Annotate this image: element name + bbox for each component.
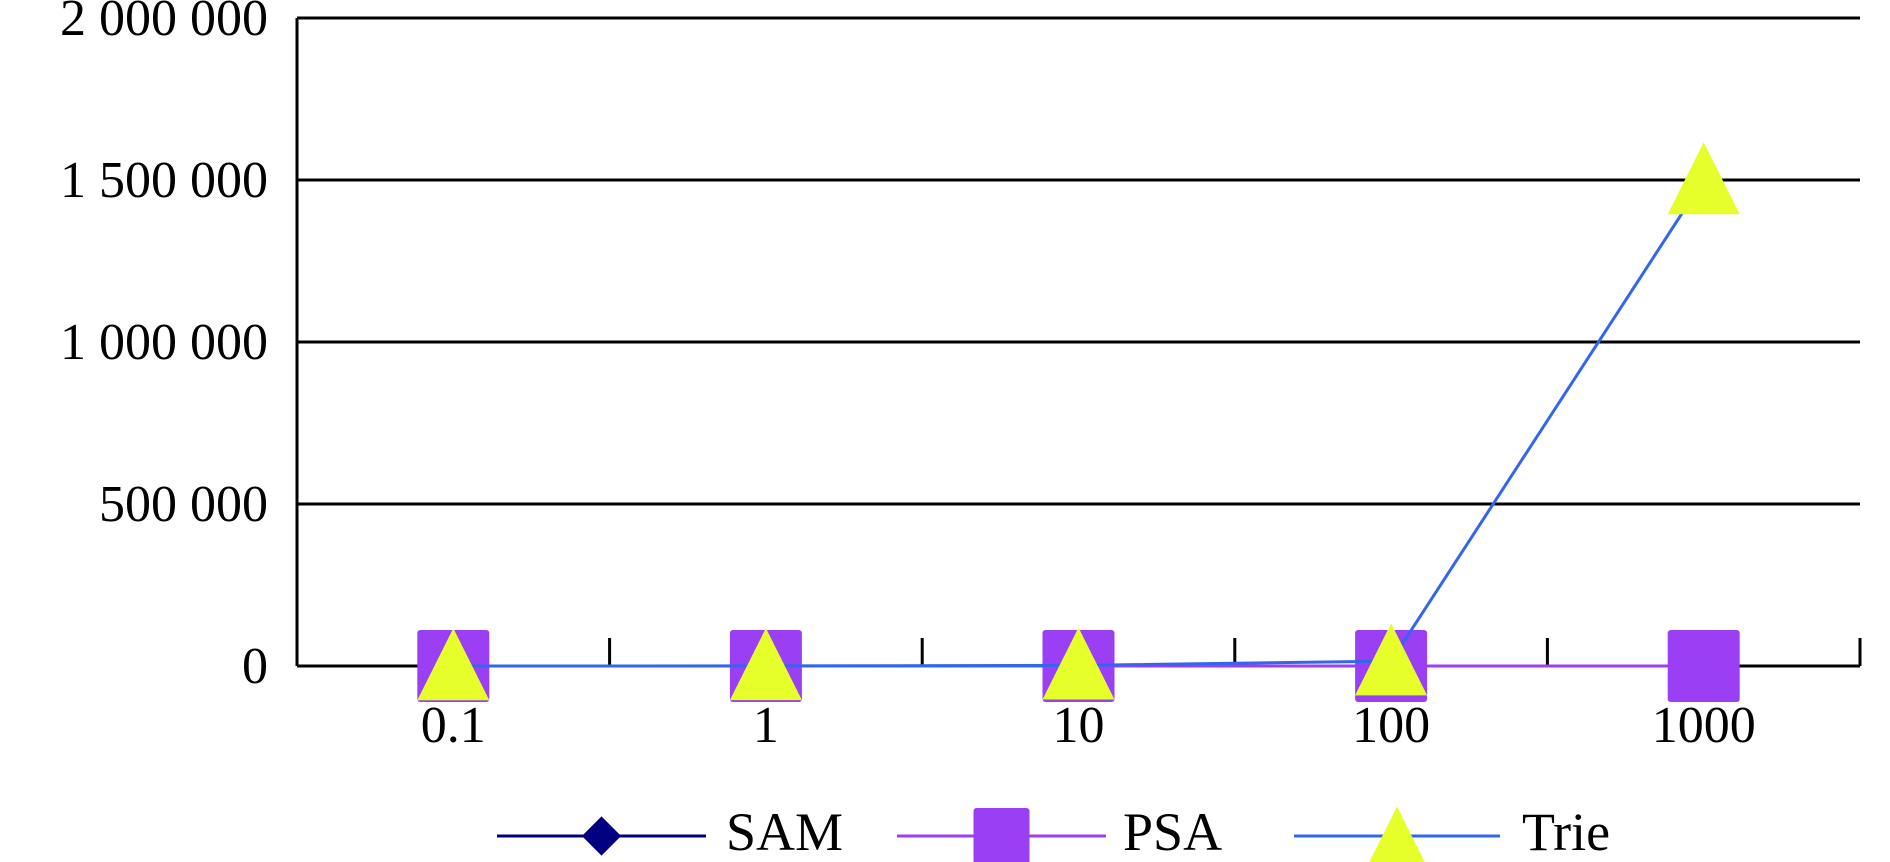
y-tick-label: 2 000 000 — [60, 0, 268, 47]
y-tick-label: 500 000 — [99, 476, 268, 533]
data-point-trie — [1355, 623, 1428, 696]
y-tick-label: 1 000 000 — [60, 314, 268, 371]
y-tick-labels: 0 500 000 1 000 000 1 500 000 2 000 000 — [60, 0, 268, 695]
x-tick-label: 0.1 — [421, 697, 486, 754]
data-point-trie — [729, 628, 802, 701]
legend-item-psa: PSA — [897, 802, 1222, 862]
series — [417, 142, 1740, 702]
data-point-trie — [1667, 142, 1740, 215]
x-tick-label: 100 — [1352, 697, 1430, 754]
legend-marker-psa — [973, 808, 1030, 862]
data-point-trie — [417, 628, 490, 701]
legend-marker-trie — [1369, 806, 1425, 862]
y-tick-label: 1 500 000 — [60, 152, 268, 209]
series-line-trie — [453, 179, 1705, 668]
legend-item-sam: SAM — [497, 802, 843, 862]
x-tick-label: 1000 — [1652, 697, 1756, 754]
legend: SAM PSA Trie — [497, 802, 1610, 862]
data-point-trie — [1042, 627, 1115, 700]
x-tick-label: 10 — [1053, 697, 1105, 754]
legend-label: PSA — [1123, 802, 1222, 862]
y-tick-label: 0 — [242, 638, 268, 695]
legend-label: Trie — [1522, 802, 1610, 862]
x-tick-labels: 0.1 1 10 100 1000 — [421, 697, 1756, 754]
series-trie — [417, 142, 1740, 701]
gridlines — [297, 16, 1860, 506]
x-tick-label: 1 — [753, 697, 779, 754]
legend-item-trie: Trie — [1294, 802, 1610, 862]
data-point-psa — [1667, 630, 1740, 702]
legend-marker-sam — [581, 816, 622, 856]
legend-label: SAM — [726, 802, 843, 862]
